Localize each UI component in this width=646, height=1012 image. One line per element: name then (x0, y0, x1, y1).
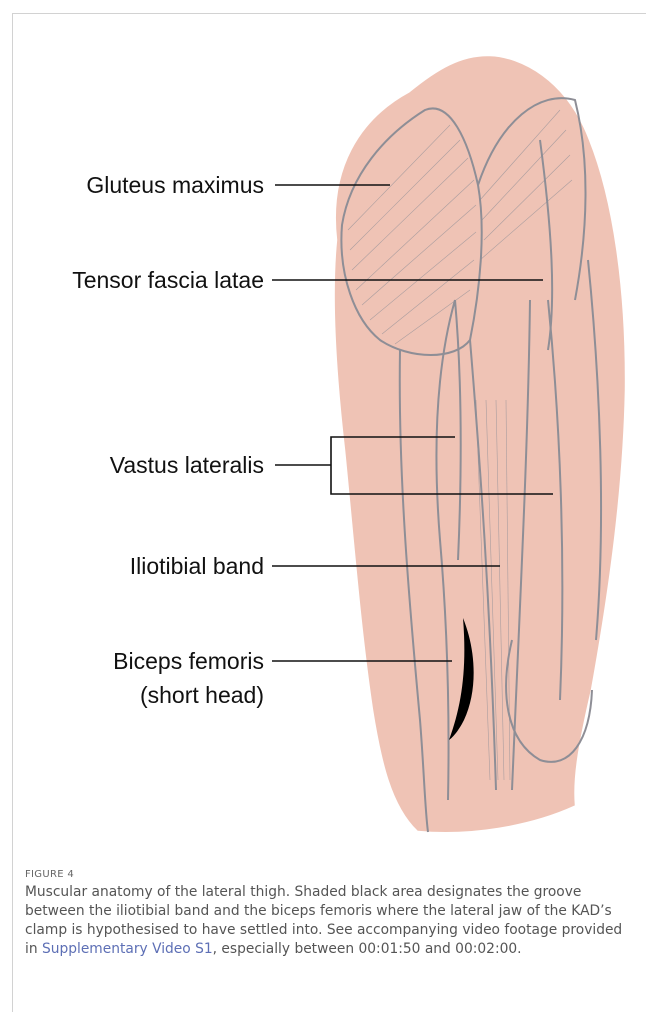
label-biceps-short-head: (short head) (140, 680, 264, 710)
supplementary-video-link[interactable]: Supplementary Video S1 (42, 941, 213, 957)
label-gluteus-maximus: Gluteus maximus (86, 170, 264, 200)
label-biceps-femoris: Biceps femoris (113, 646, 264, 676)
caption-text: Muscular anatomy of the lateral thigh. S… (25, 883, 635, 959)
thigh-silhouette (336, 57, 624, 831)
figure-number: FIGURE 4 (25, 868, 635, 882)
label-tensor-fascia-latae: Tensor fascia latae (72, 265, 264, 295)
label-iliotibial-band: Iliotibial band (130, 551, 264, 581)
caption-tail: , especially between 00:01:50 and 00:02:… (213, 941, 522, 957)
figure-caption: FIGURE 4 Muscular anatomy of the lateral… (25, 868, 635, 959)
label-vastus-lateralis: Vastus lateralis (110, 450, 264, 480)
thigh-illustration (0, 0, 646, 860)
